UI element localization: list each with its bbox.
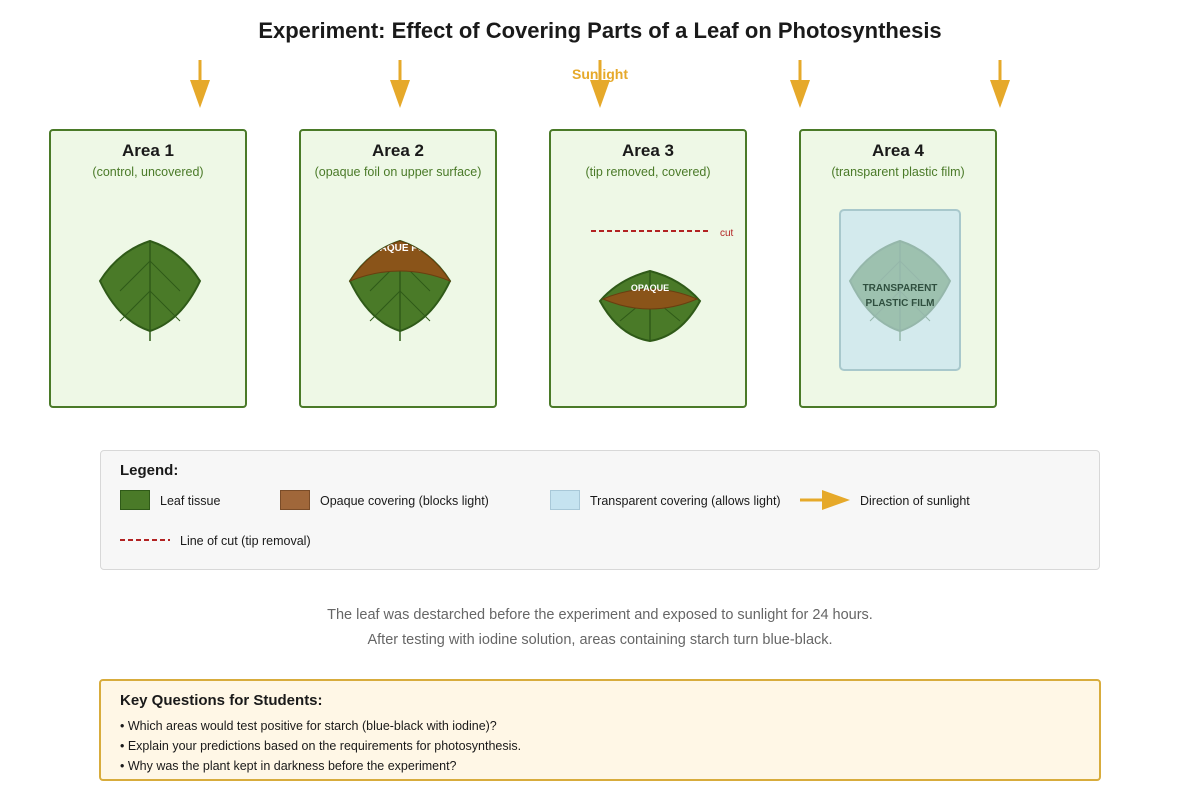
area-title: Area 1 bbox=[122, 141, 174, 160]
legend-item-leaf-tissue: Leaf tissue bbox=[160, 494, 221, 508]
sunlight-arrow-icon bbox=[590, 60, 610, 108]
area-title: Area 2 bbox=[372, 141, 424, 160]
area-title: Area 3 bbox=[622, 141, 674, 160]
sunlight-arrow-icon bbox=[390, 60, 410, 108]
legend-item-cut: Line of cut (tip removal) bbox=[180, 534, 311, 548]
opaque-foil-covering bbox=[348, 240, 452, 283]
leaf-icon: cut OPAQUE bbox=[591, 228, 734, 343]
opaque-covering-swatch bbox=[280, 490, 310, 510]
page-title: Experiment: Effect of Covering Parts of … bbox=[258, 18, 942, 43]
question-item: • Explain your predictions based on the … bbox=[120, 739, 522, 753]
sunlight-label: Sunlight bbox=[572, 66, 628, 82]
question-item: • Which areas would test positive for st… bbox=[120, 719, 497, 733]
leaf-icon: OPAQUE FOIL bbox=[348, 239, 452, 341]
transparent-label-line1: TRANSPARENT bbox=[863, 283, 938, 294]
transparent-covering-swatch bbox=[550, 490, 580, 510]
note-line-2: After testing with iodine solution, area… bbox=[367, 632, 833, 648]
leaf-tissue-swatch bbox=[120, 490, 150, 510]
opaque-covering bbox=[601, 288, 699, 310]
legend-item-opaque: Opaque covering (blocks light) bbox=[320, 494, 489, 508]
leaf-icon bbox=[98, 239, 202, 341]
leaf-icon: TRANSPARENT PLASTIC FILM bbox=[839, 209, 961, 371]
key-questions-box: Key Questions for Students: • Which area… bbox=[99, 679, 1101, 781]
area-2-panel: Area 2 (opaque foil on upper surface) OP… bbox=[299, 129, 497, 408]
legend-title: Legend: bbox=[120, 462, 179, 479]
area-subtitle: (tip removed, covered) bbox=[585, 165, 711, 179]
sunlight-direction-icon bbox=[800, 490, 850, 510]
legend-item-transparent: Transparent covering (allows light) bbox=[590, 494, 781, 508]
area-3-panel: Area 3 (tip removed, covered) cut OPAQUE bbox=[549, 129, 747, 408]
area-1-panel: Area 1 (control, uncovered) bbox=[49, 129, 247, 408]
questions-title: Key Questions for Students: bbox=[120, 692, 323, 709]
legend-item-sunlight: Direction of sunlight bbox=[860, 494, 970, 508]
opaque-label: OPAQUE bbox=[631, 283, 669, 293]
area-subtitle: (transparent plastic film) bbox=[831, 165, 965, 179]
sunlight-arrow-icon bbox=[790, 60, 810, 108]
transparent-label-line2: PLASTIC FILM bbox=[866, 298, 935, 309]
question-item: • Why was the plant kept in darkness bef… bbox=[120, 759, 457, 773]
area-subtitle: (opaque foil on upper surface) bbox=[314, 165, 482, 179]
legend-box: Legend: Leaf tissue Opaque covering (blo… bbox=[100, 450, 1100, 570]
sunlight-arrow-icon bbox=[190, 60, 210, 108]
cut-line-icon bbox=[120, 539, 170, 541]
area-title: Area 4 bbox=[872, 141, 924, 160]
sunlight-arrow-icon bbox=[990, 60, 1010, 108]
opaque-foil-label: OPAQUE FOIL bbox=[366, 243, 434, 254]
transparent-film bbox=[839, 209, 961, 371]
area-subtitle: (control, uncovered) bbox=[92, 165, 204, 179]
note-line-1: The leaf was destarched before the exper… bbox=[327, 607, 873, 623]
area-4-panel: Area 4 (transparent plastic film) TRANSP… bbox=[799, 129, 997, 408]
cut-label: cut bbox=[720, 228, 734, 239]
